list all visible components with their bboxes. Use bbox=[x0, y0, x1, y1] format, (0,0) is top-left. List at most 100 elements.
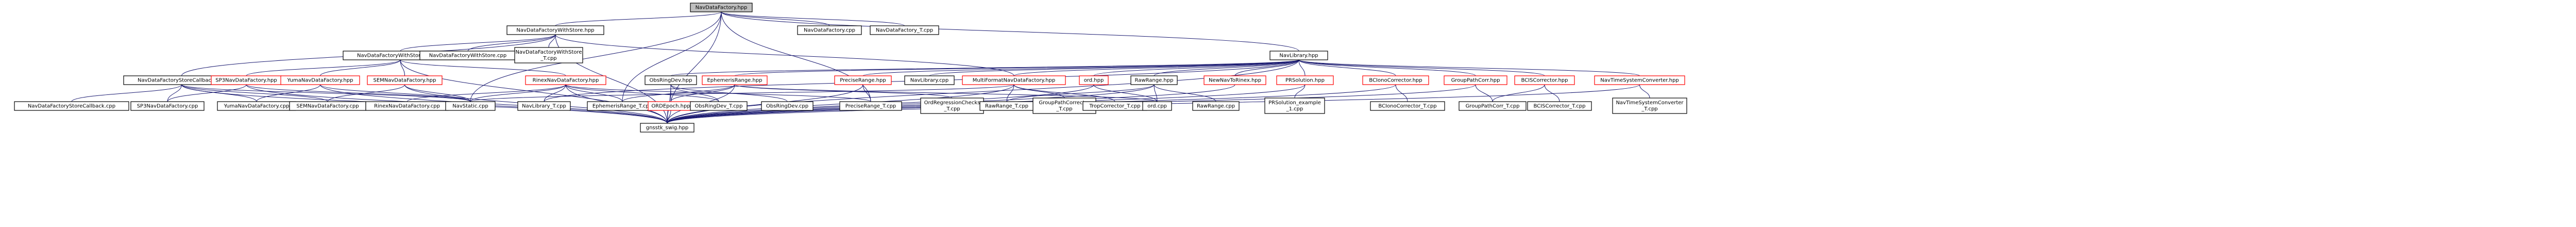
node-navlib-t[interactable]: NavLibrary_T.cpp bbox=[517, 101, 571, 111]
node-ord-cpp[interactable]: ord.cpp bbox=[1142, 101, 1172, 111]
node-box[interactable] bbox=[904, 75, 955, 85]
node-label: _T.cpp bbox=[943, 106, 960, 112]
edge-navlib-to-navlib_cpp bbox=[929, 56, 1301, 76]
node-box[interactable] bbox=[702, 75, 768, 85]
node-root[interactable]: NavDataFactory.hpp bbox=[690, 3, 753, 12]
node-ord[interactable]: ord.hpp bbox=[1079, 75, 1109, 85]
node-box[interactable] bbox=[1514, 75, 1575, 85]
node-withstore[interactable]: NavDataFactoryWithStore.hpp bbox=[506, 25, 604, 35]
node-sem-cpp[interactable]: SEMNavDataFactory.cpp bbox=[289, 101, 366, 111]
node-label: NewNavToRinex.hpp bbox=[1209, 78, 1261, 84]
node-yuma[interactable]: YumaNavDataFactory.hpp bbox=[280, 75, 360, 85]
node-yuma-cpp[interactable]: YumaNavDataFactory.cpp bbox=[217, 101, 296, 111]
node-navtime[interactable]: NavTimeSystemConverter.hpp bbox=[1594, 75, 1685, 85]
node-box[interactable] bbox=[1130, 75, 1178, 85]
edge-rinex-to-obsring_t bbox=[563, 80, 719, 102]
node-box[interactable] bbox=[962, 75, 1066, 85]
node-navtime-t[interactable]: NavTimeSystemConverter_T.cpp bbox=[1612, 98, 1687, 114]
node-label: NavDataFactory.cpp bbox=[804, 28, 855, 34]
node-box[interactable] bbox=[761, 101, 814, 111]
node-sp3[interactable]: SP3NavDataFactory.hpp bbox=[211, 75, 282, 85]
node-sp3-cpp[interactable]: SP3NavDataFactory.cpp bbox=[130, 101, 205, 111]
node-label: GroupPathCorrector bbox=[1039, 100, 1090, 106]
node-box[interactable] bbox=[1276, 75, 1334, 85]
node-label: TropCorrector_T.cpp bbox=[1089, 104, 1140, 109]
node-prec-t[interactable]: PreciseRange_T.cpp bbox=[839, 101, 902, 111]
node-obsring-cpp[interactable]: ObsRingDev.cpp bbox=[761, 101, 814, 111]
node-box[interactable] bbox=[640, 123, 694, 133]
node-box[interactable] bbox=[1370, 101, 1445, 111]
node-ordepoch[interactable]: ORDEpoch.hpp bbox=[648, 101, 694, 111]
node-box[interactable] bbox=[130, 101, 205, 111]
node-box[interactable] bbox=[280, 75, 360, 85]
node-navlib-cpp[interactable]: NavLibrary.cpp bbox=[904, 75, 955, 85]
node-box[interactable] bbox=[1594, 75, 1685, 85]
node-storecb[interactable]: NavDataFactoryStoreCallback.hpp bbox=[123, 75, 240, 85]
node-obsring-t[interactable]: ObsRingDev_T.cpp bbox=[690, 101, 748, 111]
node-box[interactable] bbox=[1269, 51, 1328, 60]
node-raw-t[interactable]: RawRange_T.cpp bbox=[979, 101, 1034, 111]
node-box[interactable] bbox=[870, 25, 939, 35]
node-ndf-t[interactable]: NavDataFactory_T.cpp bbox=[870, 25, 939, 35]
node-label: NavDataFactoryWithStore bbox=[515, 50, 582, 55]
node-box[interactable] bbox=[834, 75, 892, 85]
node-box[interactable] bbox=[1527, 101, 1592, 111]
node-box[interactable] bbox=[1444, 75, 1507, 85]
node-multiformat[interactable]: MultiFormatNavDataFactory.hpp bbox=[962, 75, 1066, 85]
node-sem[interactable]: SEMNavDataFactory.hpp bbox=[367, 75, 443, 85]
node-newnav[interactable]: NewNavToRinex.hpp bbox=[1204, 75, 1266, 85]
node-box[interactable] bbox=[839, 101, 902, 111]
node-bciono[interactable]: BCIonoCorrector.hpp bbox=[1362, 75, 1429, 85]
node-box[interactable] bbox=[445, 101, 496, 111]
node-box[interactable] bbox=[517, 101, 571, 111]
graph-nodes: NavDataFactory.hppNavDataFactoryWithStor… bbox=[14, 3, 1687, 133]
node-box[interactable] bbox=[1612, 98, 1687, 114]
node-trop-t[interactable]: TropCorrector_T.cpp bbox=[1082, 101, 1147, 111]
node-storecb-cpp[interactable]: NavDataFactoryStoreCallback.cpp bbox=[14, 101, 129, 111]
node-box[interactable] bbox=[690, 101, 748, 111]
node-rinex[interactable]: RinexNavDataFactory.hpp bbox=[525, 75, 606, 85]
node-bcis-t[interactable]: BCISCorrector_T.cpp bbox=[1527, 101, 1592, 111]
node-box[interactable] bbox=[514, 47, 583, 63]
node-box[interactable] bbox=[367, 75, 443, 85]
edge-multiformat-to-navstatic bbox=[470, 80, 1016, 102]
node-box[interactable] bbox=[1264, 98, 1325, 114]
node-box[interactable] bbox=[1459, 101, 1527, 111]
node-box[interactable] bbox=[690, 3, 753, 12]
node-box[interactable] bbox=[920, 98, 984, 114]
edge-storecb-to-sp3_cpp bbox=[167, 80, 184, 102]
node-ephrange[interactable]: EphemerisRange.hpp bbox=[702, 75, 768, 85]
node-box[interactable] bbox=[1204, 75, 1266, 85]
node-rinex-cpp[interactable]: RinexNavDataFactory.cpp bbox=[365, 101, 449, 111]
node-box[interactable] bbox=[506, 25, 604, 35]
node-ws-t[interactable]: NavDataFactoryWithStore_T.cpp bbox=[514, 47, 583, 63]
node-box[interactable] bbox=[645, 75, 697, 85]
edge-storefile-to-sp3 bbox=[246, 56, 403, 76]
node-obsring[interactable]: ObsRingDev.hpp bbox=[645, 75, 697, 85]
node-gnsstk[interactable]: gnsstk_swig.hpp bbox=[640, 123, 694, 133]
node-navlib[interactable]: NavLibrary.hpp bbox=[1269, 51, 1328, 60]
node-prsol-example[interactable]: PRSolution_example_1.cpp bbox=[1264, 98, 1325, 114]
node-bciono-t[interactable]: BCIonoCorrector_T.cpp bbox=[1370, 101, 1445, 111]
node-box[interactable] bbox=[1362, 75, 1429, 85]
node-label: SP3NavDataFactory.hpp bbox=[215, 78, 277, 84]
node-bcis[interactable]: BCISCorrector.hpp bbox=[1514, 75, 1575, 85]
node-ordregress[interactable]: OrdRegressionChecks_T.cpp bbox=[920, 98, 984, 114]
node-ws-cpp[interactable]: NavDataFactoryWithStore.cpp bbox=[419, 51, 516, 60]
node-ndf-cpp[interactable]: NavDataFactory.cpp bbox=[797, 25, 862, 35]
node-box[interactable] bbox=[1142, 101, 1172, 111]
node-box[interactable] bbox=[1192, 101, 1240, 111]
node-grouppath[interactable]: GroupPathCorr.hpp bbox=[1444, 75, 1507, 85]
node-box[interactable] bbox=[1079, 75, 1109, 85]
node-box[interactable] bbox=[525, 75, 606, 85]
node-prsol[interactable]: PRSolution.hpp bbox=[1276, 75, 1334, 85]
node-box[interactable] bbox=[14, 101, 129, 111]
node-box[interactable] bbox=[797, 25, 862, 35]
node-navstatic[interactable]: NavStatic.cpp bbox=[445, 101, 496, 111]
node-grouppath-t[interactable]: GroupPathCorr_T.cpp bbox=[1459, 101, 1527, 111]
edge-ephrange-to-eph_t bbox=[622, 80, 737, 102]
node-eph-t[interactable]: EphemerisRange_T.cpp bbox=[587, 101, 658, 111]
node-rawrange[interactable]: RawRange.hpp bbox=[1130, 75, 1178, 85]
node-raw-cpp[interactable]: RawRange.cpp bbox=[1192, 101, 1240, 111]
node-precrange[interactable]: PreciseRange.hpp bbox=[834, 75, 892, 85]
